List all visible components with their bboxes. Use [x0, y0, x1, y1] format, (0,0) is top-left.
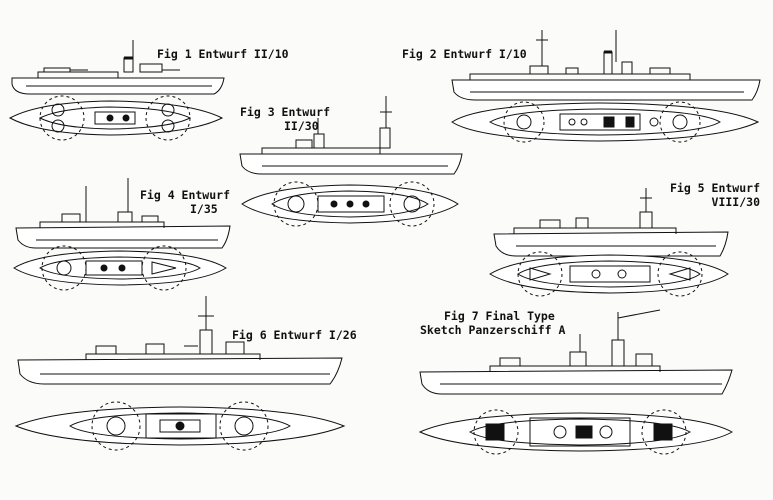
fig2-profile	[451, 30, 761, 101]
fig1-caption: Fig 1 Entwurf II/10	[157, 47, 289, 61]
fig7-caption-line1: Fig 7 Final Type	[444, 309, 555, 323]
fig7-caption-line2: Sketch Panzerschiff A	[420, 323, 566, 337]
fig5-caption-line2: VIII/30	[711, 195, 760, 209]
fig3-caption-line2: II/30	[284, 119, 319, 133]
fig3-plan	[241, 181, 459, 227]
fig4-caption-line2: I/35	[190, 202, 218, 216]
fig5-caption: Fig 5 Entwurf VIII/30	[655, 181, 760, 209]
fig5-plan	[489, 251, 729, 297]
fig3-profile	[239, 96, 463, 175]
fig4-profile	[15, 178, 231, 249]
fig2-plan	[451, 101, 760, 143]
fig1-profile	[11, 40, 225, 95]
fig6-profile	[17, 296, 343, 385]
fig7-profile	[419, 309, 733, 395]
fig1-caption-text: Fig 1 Entwurf II/10	[157, 47, 289, 61]
fig4-plan	[13, 245, 227, 291]
fig3-caption: Fig 3 Entwurf II/30	[240, 105, 330, 133]
fig4-caption: Fig 4 Entwurf I/35	[140, 188, 230, 216]
fig3-caption-line1: Fig 3 Entwurf	[240, 105, 331, 119]
fig6-caption-text: Fig 6 Entwurf I/26	[232, 328, 357, 342]
fig7-caption: Fig 7 Final Type Sketch Panzerschiff A	[420, 309, 565, 337]
fig6-caption: Fig 6 Entwurf I/26	[232, 328, 357, 342]
fig1-plan	[8, 95, 224, 141]
fig4-caption-line1: Fig 4 Entwurf	[140, 188, 231, 202]
fig2-caption: Fig 2 Entwurf I/10	[402, 47, 527, 61]
fig7-plan	[418, 409, 734, 455]
fig5-caption-line1: Fig 5 Entwurf	[669, 181, 760, 195]
fig6-plan	[14, 401, 346, 451]
fig2-caption-text: Fig 2 Entwurf I/10	[402, 47, 527, 61]
fig5-profile	[493, 188, 729, 257]
